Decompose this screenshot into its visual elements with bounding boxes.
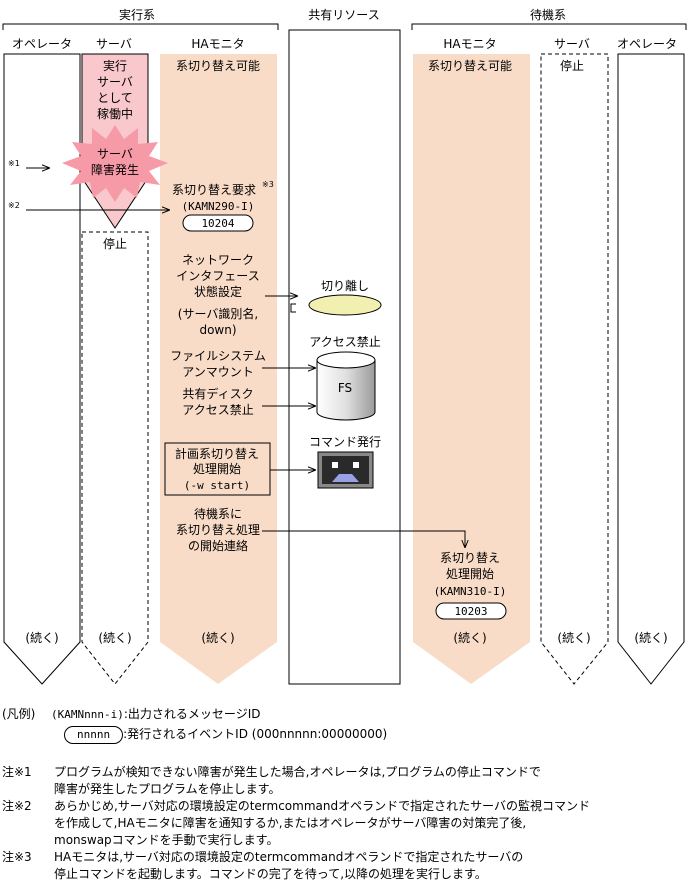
terminal-eye-right [353, 462, 359, 468]
access-denied-label: アクセス禁止 [309, 335, 380, 349]
ha-active-switchable: 系切り替え可能 [176, 59, 260, 73]
note-3: 注※3 HAモニタは,サーバ対応の環境設定のtermcommandオペランドで指… [2, 849, 523, 881]
lane-title-operator-standby: オペレータ [617, 37, 677, 51]
marker-note-1: ※1 [8, 159, 20, 168]
ha-active-continued: (続く) [201, 631, 234, 645]
operator-standby-continued: (続く) [634, 631, 667, 645]
note-3-line1: HAモニタは,サーバ対応の環境設定のtermcommandオペランドで指定された… [54, 850, 524, 864]
network-step-line5: down) [199, 323, 236, 337]
switch-request-label: 系切り替え要求 [172, 183, 256, 197]
lane-title-server-standby: サーバ [554, 37, 590, 51]
lane-server-standby [540, 53, 609, 685]
lane-operator-standby [617, 53, 685, 685]
terminal-tray-icon [332, 474, 359, 482]
ha-standby-continued: (続く) [453, 631, 486, 645]
detach-label: 切り離し [321, 279, 369, 293]
failover-flow-diagram: 実行系 共有リソース 待機系 オペレータ サーバ HAモニタ HAモニタ サーバ… [2, 7, 687, 685]
failure-line2: 障害発生 [91, 162, 139, 177]
note-2: 注※2 あらかじめ,サーバ対応の環境設定のtermcommandオペランドで指定… [2, 798, 590, 847]
note-2-key: 注※2 [2, 799, 32, 813]
failure-line1: サーバ [97, 147, 133, 161]
note-2-line2: を作成して,HAモニタに障害を通知するか,またはオペレータがサーバ障害の対策完了… [54, 816, 527, 830]
unmount-step-line2: アンマウント [182, 365, 254, 379]
note-3-line2: 停止コマンドを起動します。コマンドの完了を待って,以降の処理を実行します。 [54, 867, 487, 881]
interface-connector-icon [290, 303, 296, 313]
operator-active-continued: (続く) [25, 631, 58, 645]
planned-box-line2: 処理開始 [193, 462, 241, 476]
legend-message-desc: :出力されるメッセージID [123, 707, 261, 721]
server-running-line4: 稼働中 [97, 106, 133, 121]
note-1: 注※1 プログラムが検知できない障害が発生した場合,オペレータは,プログラムの停… [2, 764, 541, 796]
standby-event-pill [435, 602, 507, 620]
shared-disk-icon [316, 360, 376, 421]
server-running-line1: 実行 [103, 58, 127, 73]
lane-ha-standby [413, 54, 530, 684]
server-standby-stopped: 停止 [560, 58, 584, 73]
lane-title-server-active: サーバ [96, 37, 132, 51]
switch-request-event-pill [182, 214, 254, 232]
command-issue-label: コマンド発行 [309, 435, 381, 449]
lane-operator-active [3, 53, 81, 685]
unmount-step-line1: ファイルシステム [170, 349, 266, 363]
notify-step-line1: 待機系に [194, 506, 242, 521]
lane-ha-active [160, 54, 277, 684]
network-step-line3: 状態設定 [194, 284, 242, 299]
legend-event-row: nnnnn:発行されるイベントID (000nnnnn:00000000) [64, 726, 387, 744]
legend-event-desc: :発行されるイベントID (000nnnnn:00000000) [123, 727, 388, 741]
lane-title-operator-active: オペレータ [12, 37, 72, 51]
note-1-line1: プログラムが検知できない障害が発生した場合,オペレータは,プログラムの停止コマン… [54, 765, 541, 779]
switch-request-message-id: (KAMN290-I) [182, 200, 255, 213]
arrow-notify-standby [262, 530, 465, 548]
disk-step-line2: アクセス禁止 [182, 403, 253, 417]
legend-message-sample: (KAMNnnn-i) [51, 708, 124, 721]
shared-disk-top [316, 351, 376, 369]
note-1-line2: 障害が発生したプログラムを停止します。 [54, 782, 281, 796]
group-shared-title: 共有リソース [308, 8, 379, 22]
planned-box-line3: (-w start) [184, 479, 250, 492]
server-running-line3: として [97, 91, 133, 105]
standby-start-line1: 系切り替え [440, 551, 500, 565]
shared-disk-fs-label: FS [338, 381, 352, 395]
lane-server-stopped [81, 231, 149, 685]
standby-start-line2: 処理開始 [446, 567, 494, 581]
group-standby-bracket [411, 23, 687, 30]
notify-step-line3: の開始連絡 [188, 538, 248, 553]
legend-event-pill: nnnnn [64, 726, 124, 744]
switch-request-event-id: 10204 [201, 217, 234, 230]
switch-request-note-ref: ※3 [262, 180, 274, 189]
legend-title: (凡例) [2, 707, 36, 721]
legend-message-row: (凡例) (KAMNnnn-i):出力されるメッセージID [2, 706, 260, 723]
planned-switch-box [164, 442, 271, 496]
network-step-line2: インタフェース [176, 269, 259, 283]
network-step-line1: ネットワーク [182, 253, 254, 267]
server-active-continued: (続く) [98, 631, 131, 645]
network-step-line4: (サーバ識別名, [178, 306, 258, 321]
ha-standby-switchable: 系切り替え可能 [428, 59, 512, 73]
group-active-bracket [2, 23, 279, 30]
standby-event-id: 10203 [454, 605, 487, 618]
lane-title-ha-active: HAモニタ [191, 37, 244, 51]
server-standby-continued: (続く) [557, 631, 590, 645]
note-1-key: 注※1 [2, 765, 32, 779]
lane-title-ha-standby: HAモニタ [443, 37, 496, 51]
note-2-line1: あらかじめ,サーバ対応の環境設定のtermcommandオペランドで指定されたサ… [54, 799, 590, 813]
server-stopped-label: 停止 [103, 236, 127, 251]
group-active-title: 実行系 [119, 7, 155, 22]
note-3-key: 注※3 [2, 850, 32, 864]
failure-burst-icon [62, 125, 168, 202]
disk-step-line1: 共有ディスク [182, 386, 253, 401]
network-interface-icon [308, 294, 382, 316]
standby-start-message-id: (KAMN310-I) [434, 585, 507, 598]
marker-note-2: ※2 [8, 201, 20, 210]
planned-box-line1: 計画系切り替え [175, 446, 259, 461]
note-2-line3: monswapコマンドを手動で実行します。 [54, 833, 279, 847]
group-standby-title: 待機系 [530, 7, 566, 22]
terminal-eye-left [332, 462, 338, 468]
notify-step-line2: 系切り替え処理 [176, 523, 260, 537]
server-running-line2: サーバ [97, 75, 133, 89]
